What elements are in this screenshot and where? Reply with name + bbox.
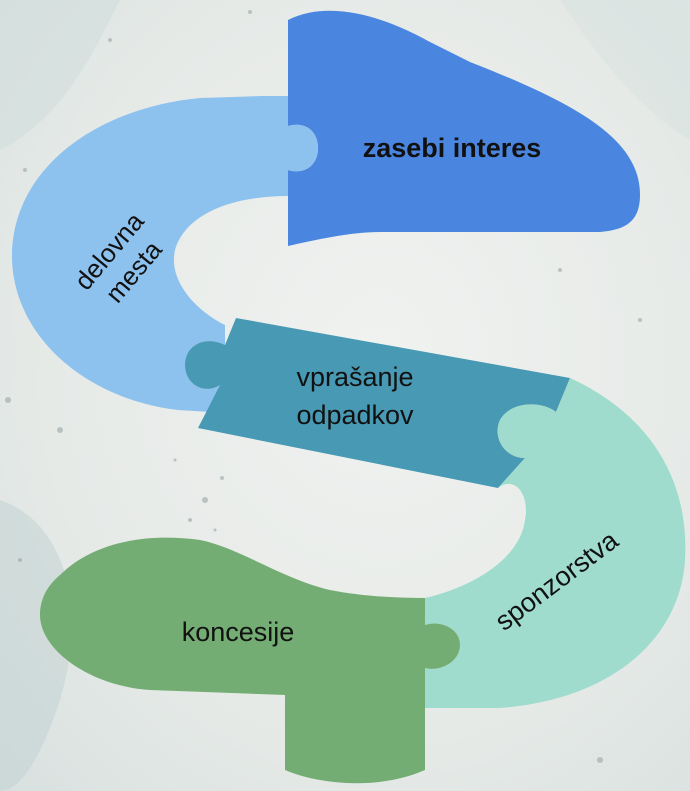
label-vprasanje-line-2: odpadkov [296,400,414,430]
bg-splash-bottom-left [0,500,72,791]
label-koncesije: koncesije [182,617,295,647]
label-zasebi-interes: zasebi interes [363,133,542,163]
puzzle-piece-delovna-mesta [11,96,318,412]
label-vprasanje-line-1: vprašanje [296,362,413,392]
puzzle-piece-zasebi-interes [288,10,640,246]
puzzle-piece-koncesije [40,537,460,784]
puzzle-piece-sponzorstva [425,378,686,708]
bg-splash-top-right [560,0,690,140]
bg-splash-top-left [0,0,120,150]
puzzle-piece-vprasanje-odpadkov [185,318,570,488]
